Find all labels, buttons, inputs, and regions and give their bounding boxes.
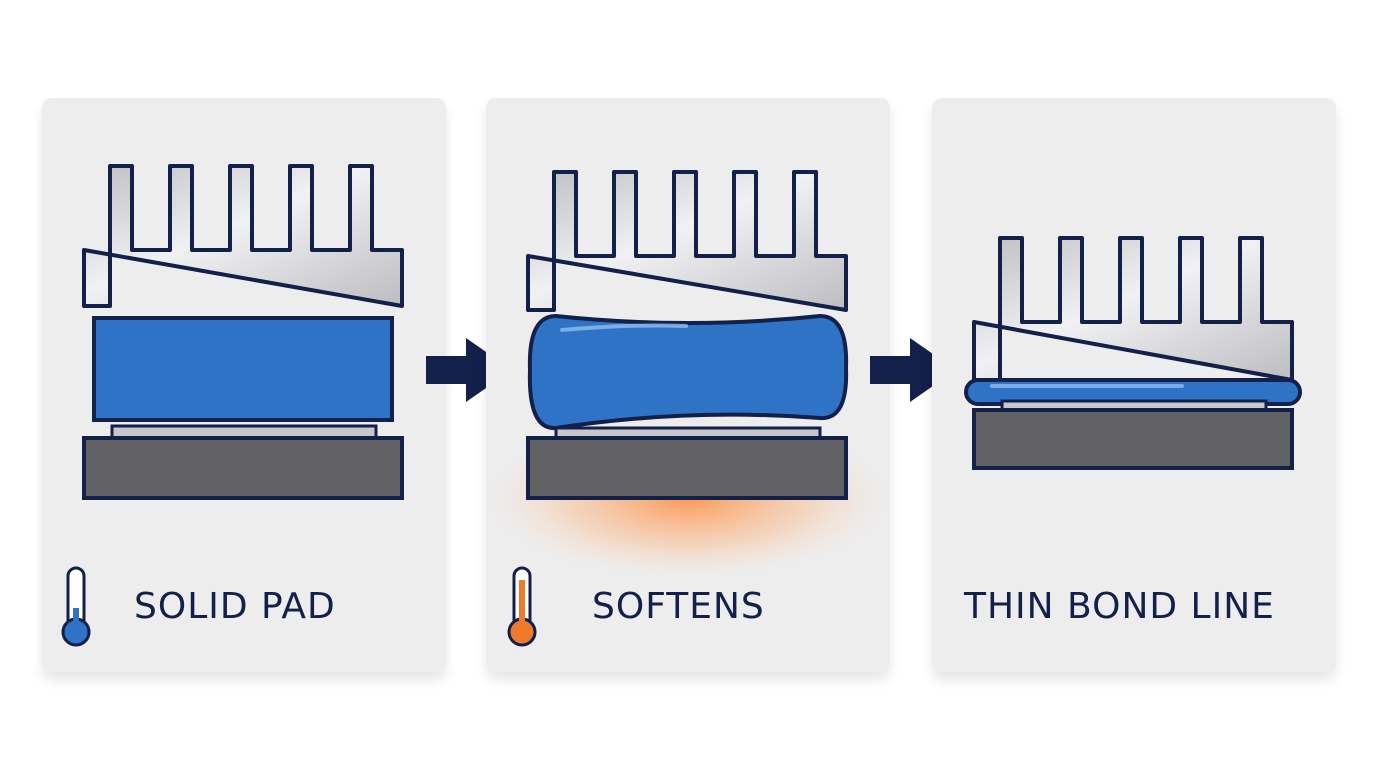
thermometer-icon <box>61 566 91 647</box>
arrow-right-icon <box>870 338 956 402</box>
panel-label: SOLID PAD <box>134 586 336 627</box>
arrow-right-icon <box>426 338 512 402</box>
softened-pad-illustration <box>488 170 888 647</box>
base-board <box>972 408 1294 470</box>
base-board <box>526 436 848 500</box>
thermal-pad <box>92 316 394 422</box>
thin-bond-line-illustration <box>964 236 1302 470</box>
panel-label: SOFTENS <box>592 586 765 627</box>
base-board <box>82 436 404 500</box>
panel-label: THIN BOND LINE <box>964 586 1275 627</box>
solid-pad-illustration <box>61 164 404 647</box>
heatsink <box>972 236 1294 382</box>
heatsink <box>82 164 404 308</box>
panel-thin-bond-line: THIN BOND LINE <box>932 98 1336 672</box>
thermal-pad <box>527 313 849 431</box>
heatsink <box>526 170 848 312</box>
thermometer-icon <box>507 566 537 647</box>
panel-solid-pad: SOLID PAD <box>42 98 446 672</box>
panel-softens: SOFTENS <box>486 98 890 672</box>
